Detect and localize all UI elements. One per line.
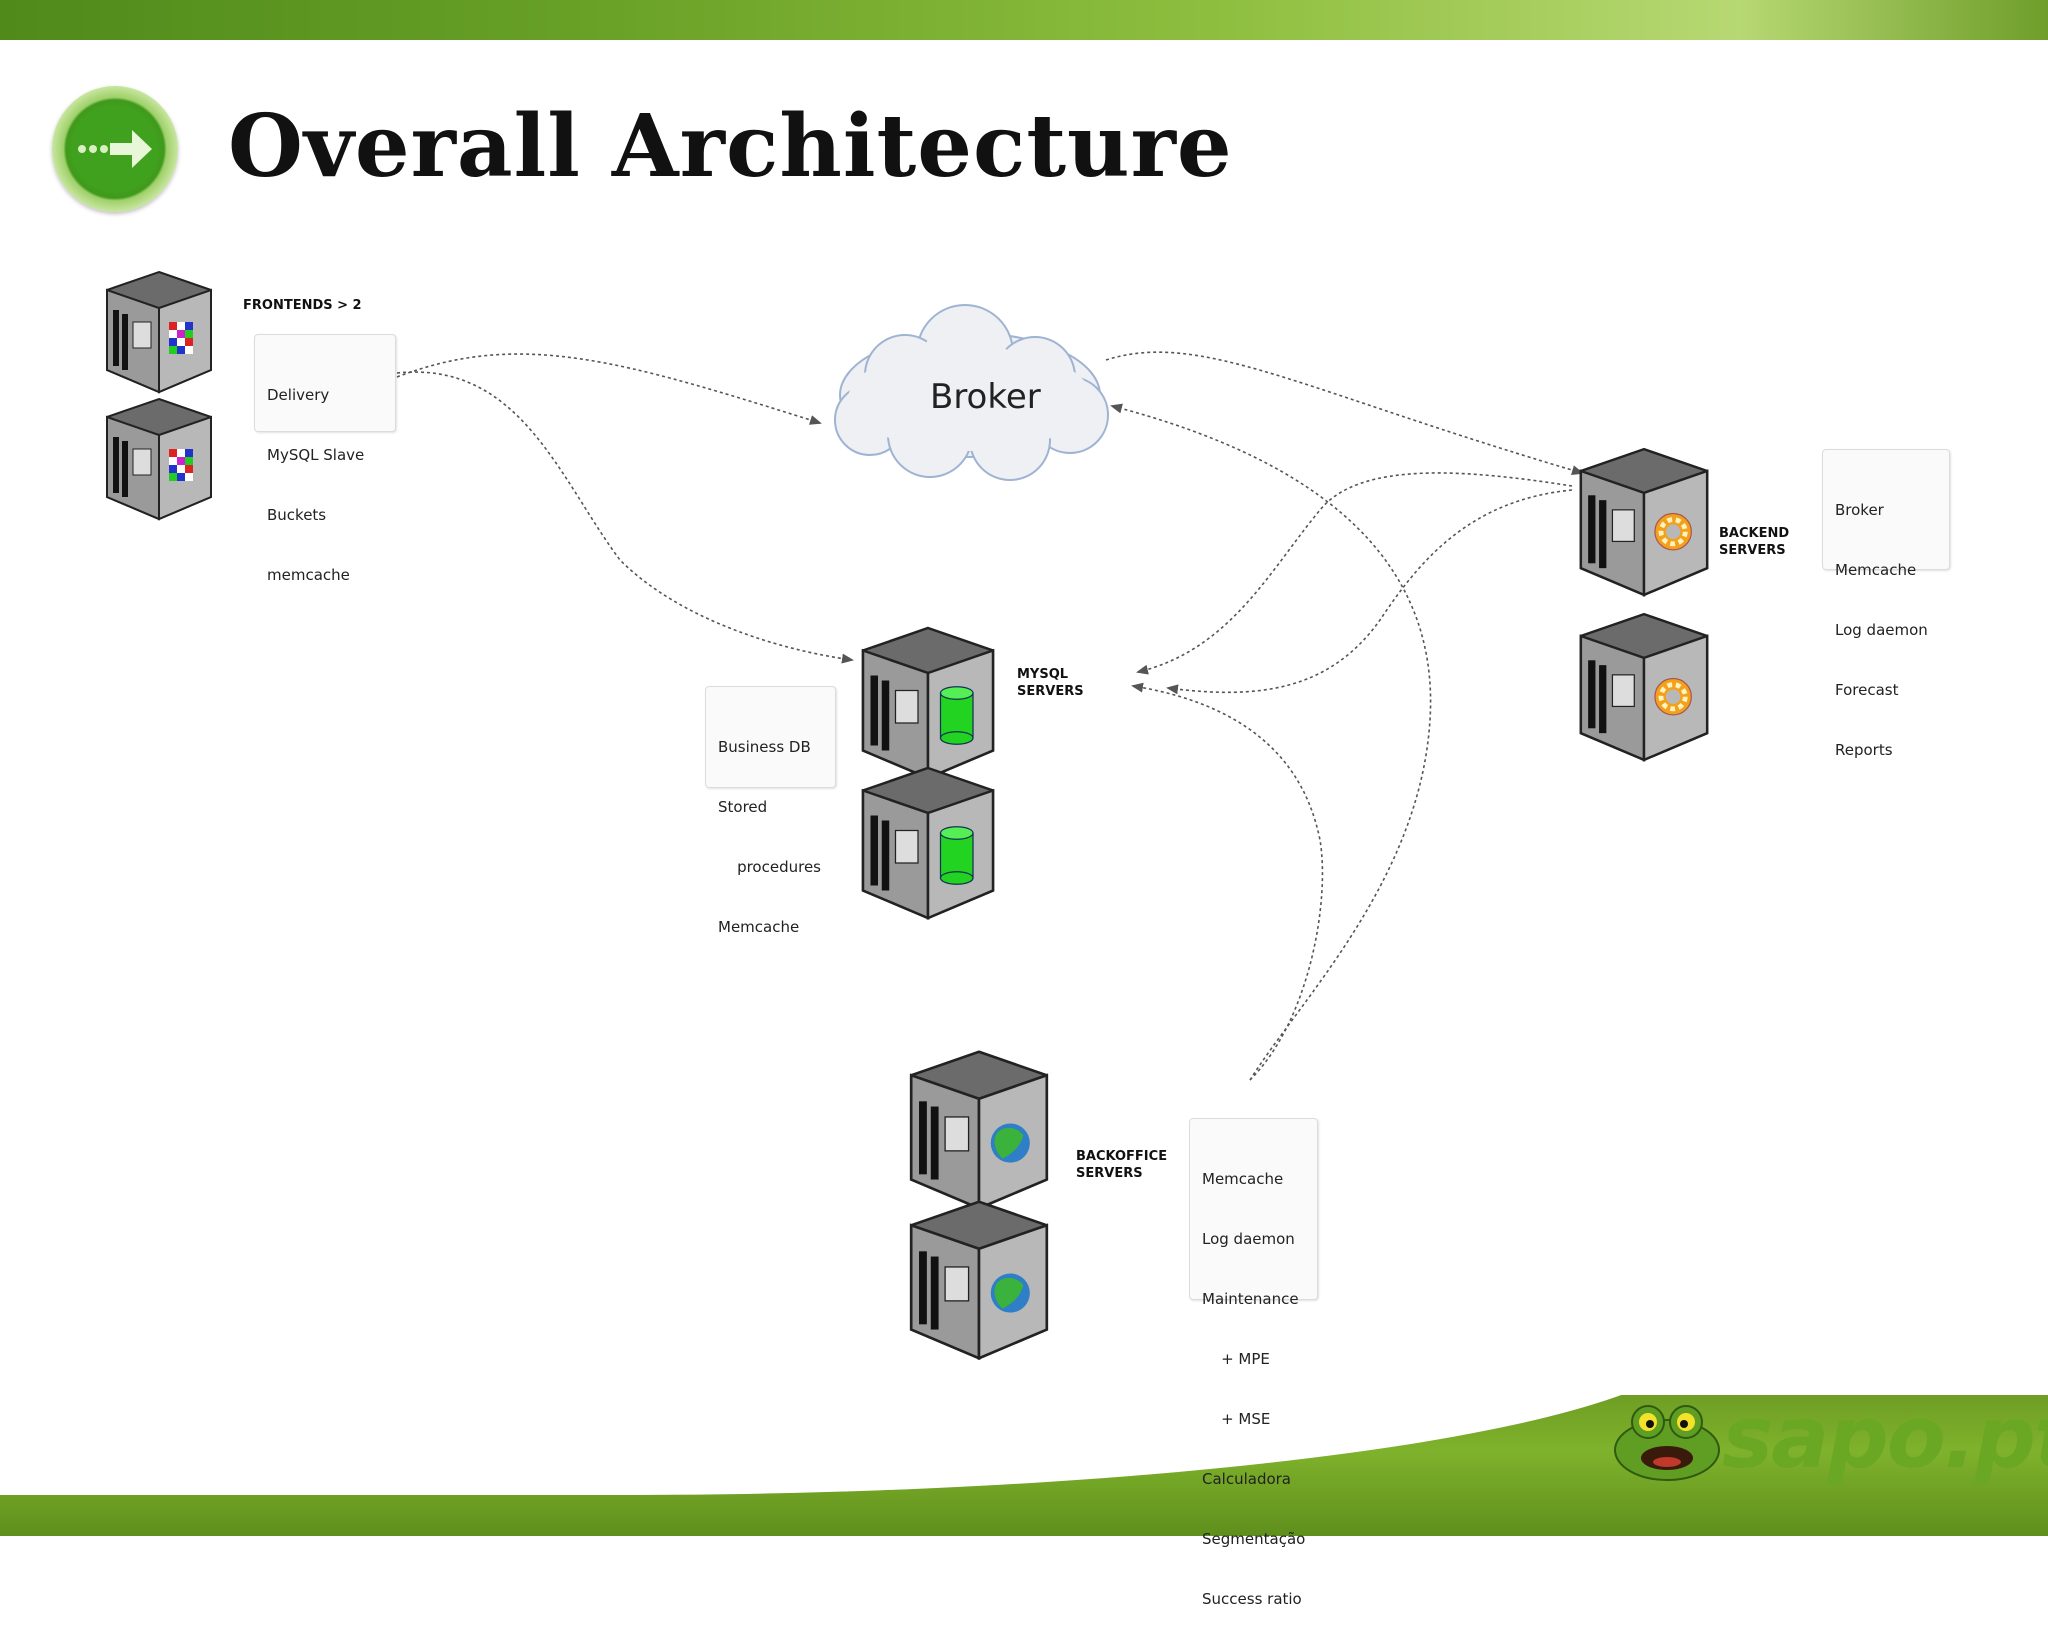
- backend-server-icon: [1579, 612, 1709, 762]
- service-item: Log daemon: [1202, 1230, 1295, 1248]
- service-item: Log daemon: [1835, 621, 1928, 639]
- service-item: Stored: [718, 798, 768, 816]
- arrow-frontend-mysql: [396, 371, 854, 664]
- service-item: Buckets: [267, 506, 327, 524]
- connection-arrows: [396, 351, 1584, 1081]
- backend-label: BACKEND SERVERS: [1719, 526, 1790, 558]
- arrow-broker-backend: [1105, 351, 1584, 475]
- broker-label: Broker: [930, 377, 1041, 417]
- frontends-label: FRONTENDS > 2: [243, 298, 362, 313]
- service-item: + MPE: [1202, 1350, 1270, 1368]
- arrow-backoffice-mysql: [1131, 682, 1324, 1081]
- service-item: + MSE: [1202, 1410, 1271, 1428]
- service-item: Forecast: [1835, 681, 1899, 699]
- service-item: Business DB: [718, 738, 811, 756]
- broker-cloud-icon: [834, 304, 1109, 481]
- top-decor-band: [0, 0, 2048, 40]
- frontend-server-icon: [106, 270, 212, 394]
- backoffice-server-icon: [909, 1200, 1049, 1361]
- backend-services-box: Broker Memcache Log daemon Forecast Repo…: [1822, 449, 1950, 759]
- mysql-services-box: Business DB Stored procedures Memcache: [705, 686, 836, 936]
- arrow-backend-mysql-1: [1136, 472, 1573, 675]
- arrow-backend-mysql-2: [1166, 489, 1573, 695]
- sapo-logo-text: sapo.pt: [1722, 1388, 2048, 1488]
- frontend-server-icon: [106, 397, 212, 521]
- backoffice-services-box: Memcache Log daemon Maintenance + MPE + …: [1189, 1118, 1318, 1608]
- arrow-backoffice-broker: [1110, 403, 1432, 1081]
- mysql-label: MYSQL SERVERS: [1017, 667, 1084, 699]
- service-item: Reports: [1835, 741, 1893, 759]
- service-item: Memcache: [718, 918, 800, 936]
- backoffice-label: BACKOFFICE SERVERS: [1076, 1149, 1168, 1181]
- service-item: Calculadora: [1202, 1470, 1292, 1488]
- service-item: Delivery: [267, 386, 330, 404]
- frontends-services-box: Delivery MySQL Slave Buckets memcache: [254, 334, 396, 584]
- page-title: Overall Architecture: [228, 96, 1233, 197]
- service-item: Memcache: [1835, 561, 1917, 579]
- frog-icon: [1614, 1405, 1720, 1481]
- mysql-server-icon: [861, 766, 995, 920]
- backend-server-icon: [1579, 447, 1709, 597]
- arrow-frontend-broker: [396, 353, 822, 425]
- service-item: memcache: [267, 566, 350, 584]
- service-item: procedures: [718, 858, 821, 876]
- service-item: Success ratio: [1202, 1590, 1302, 1608]
- service-item: Broker: [1835, 501, 1884, 519]
- arrow-circle-icon: [52, 86, 178, 212]
- service-item: MySQL Slave: [267, 446, 365, 464]
- service-item: Maintenance: [1202, 1290, 1299, 1308]
- backoffice-server-icon: [909, 1050, 1049, 1211]
- service-item: Memcache: [1202, 1170, 1284, 1188]
- service-item: Segmentação: [1202, 1530, 1306, 1548]
- mysql-server-icon: [861, 626, 995, 780]
